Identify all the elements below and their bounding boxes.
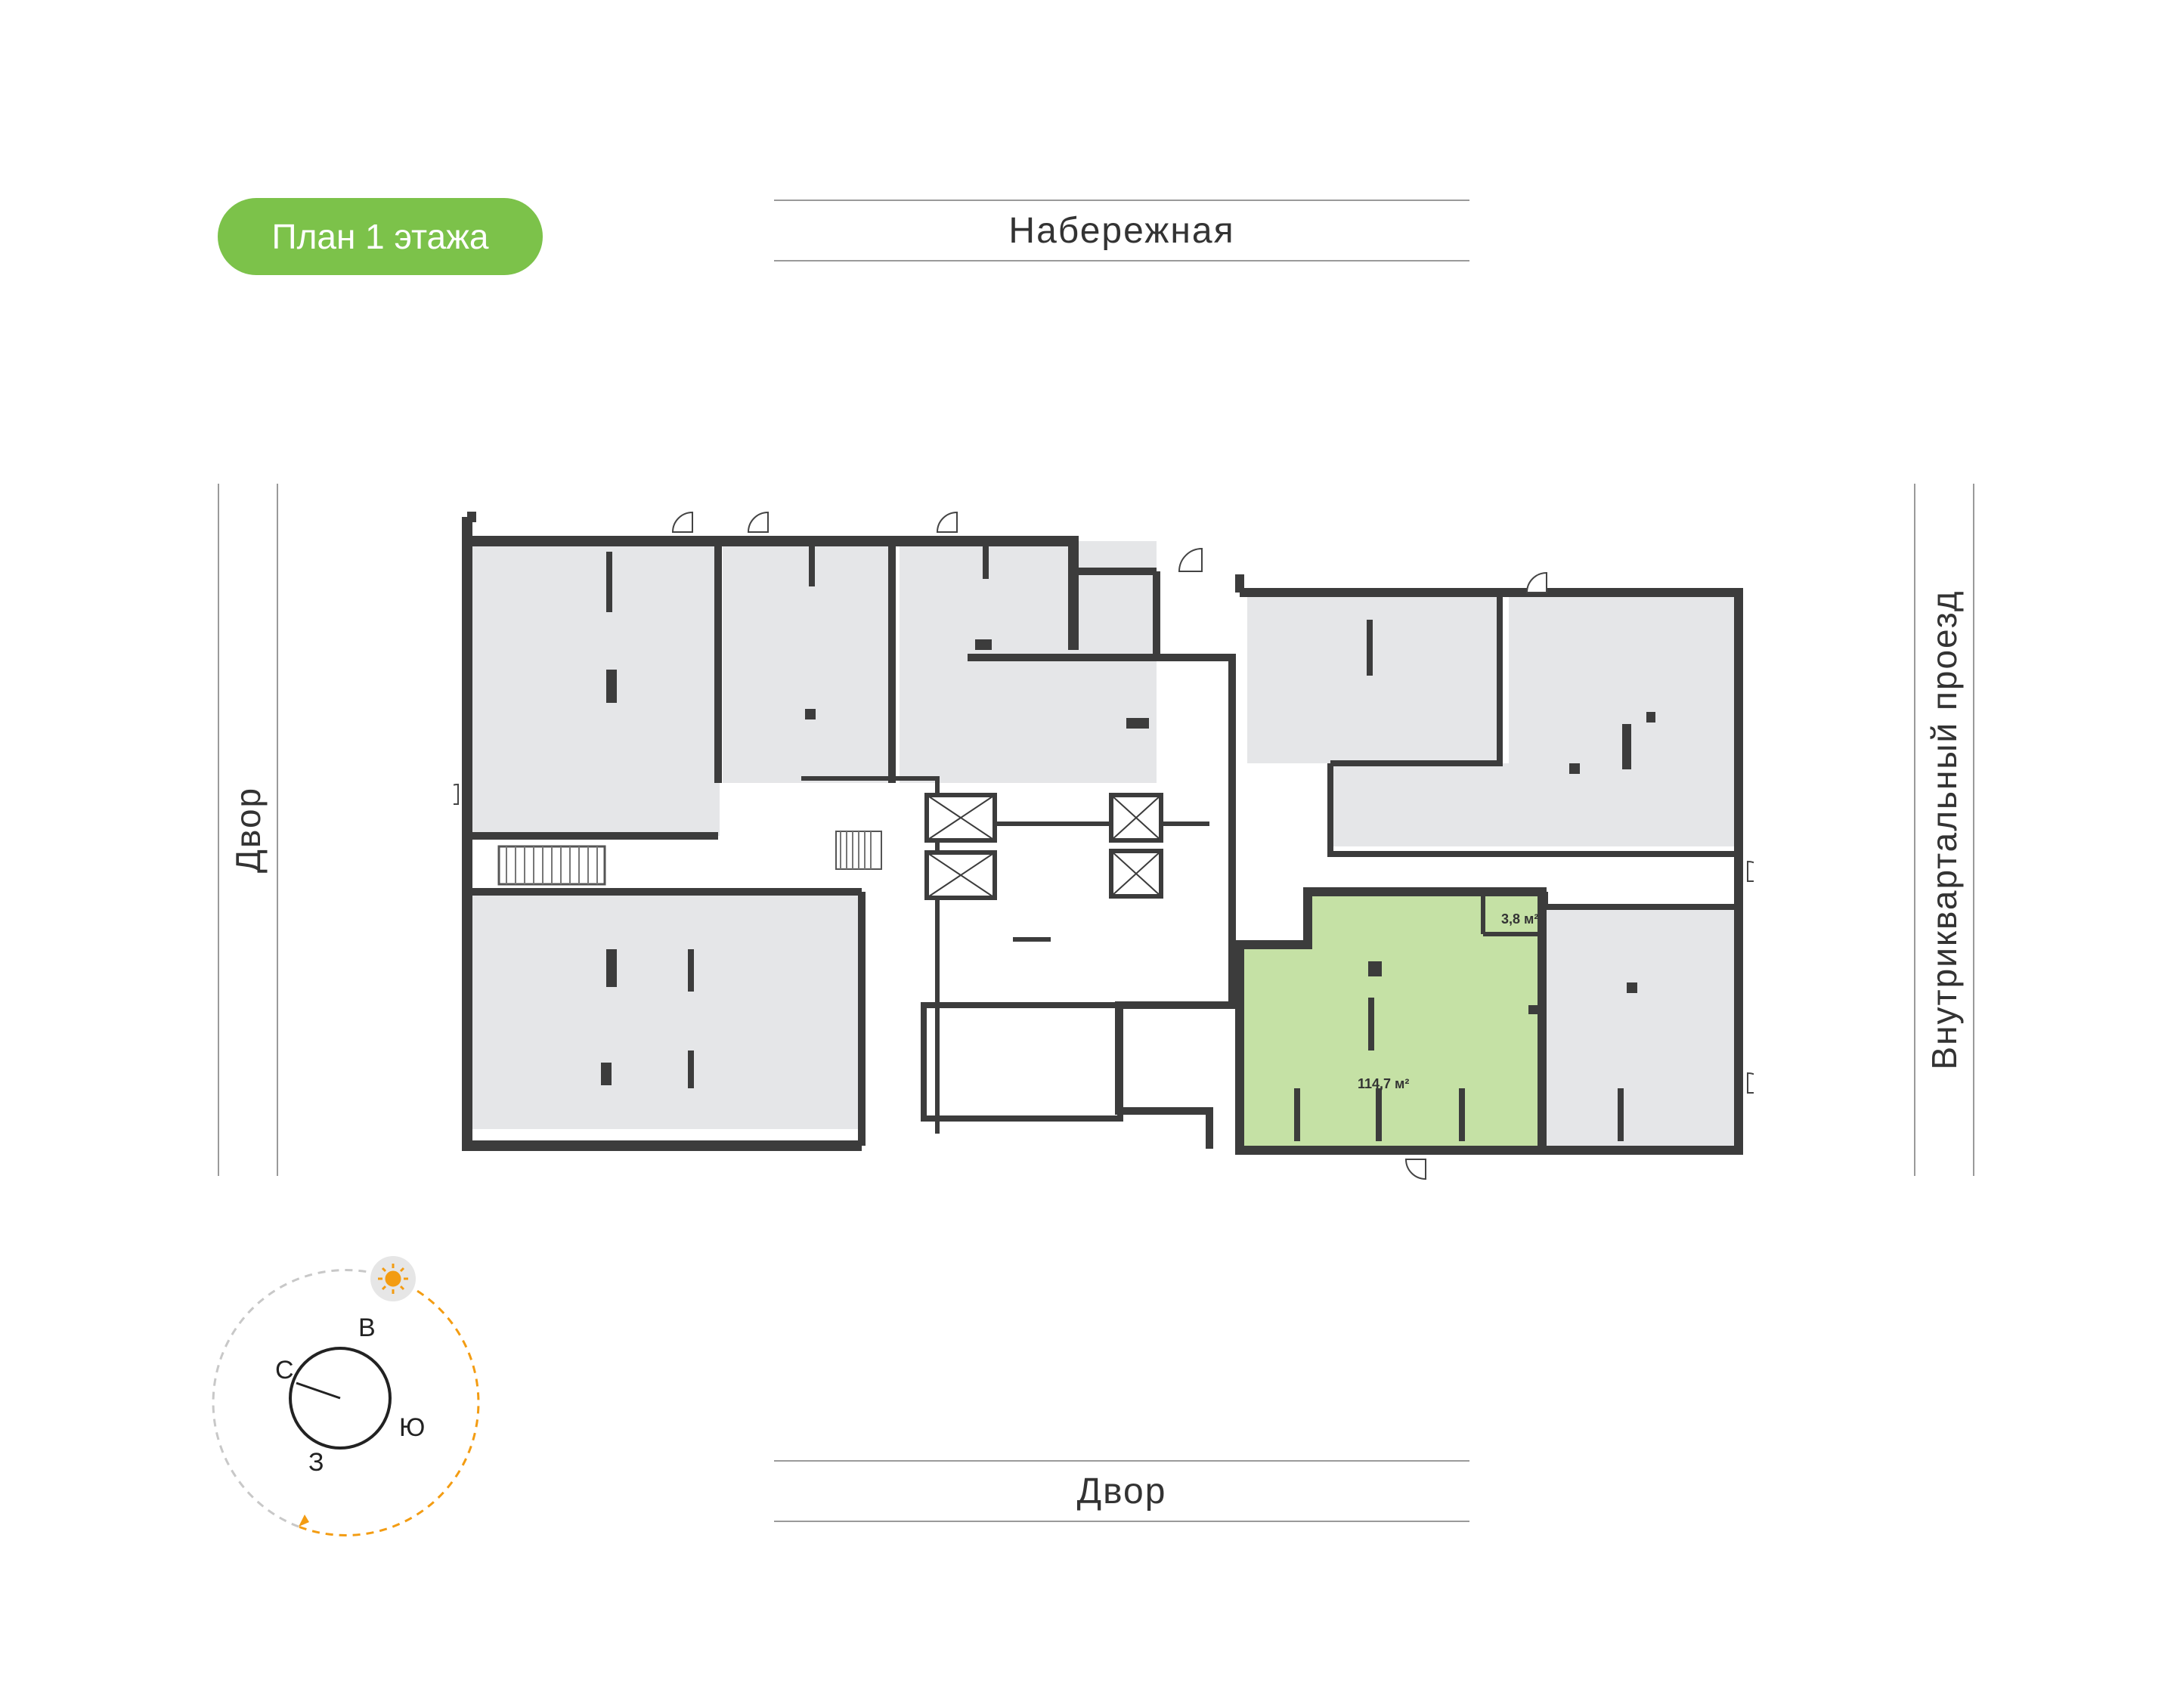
door — [671, 511, 693, 533]
column — [606, 949, 617, 987]
unit-right-upper-ext[interactable] — [1330, 763, 1509, 846]
left-block — [462, 512, 1160, 1151]
door — [1747, 860, 1754, 882]
street-bottom: Двор — [774, 1460, 1469, 1522]
column — [688, 949, 694, 992]
floor-plan-title-badge: План 1 этажа — [218, 198, 543, 275]
elevator-2-cross — [926, 852, 996, 899]
column — [809, 541, 815, 586]
unit-highlighted-small[interactable] — [1483, 892, 1542, 934]
compass-arc-sun — [298, 1277, 480, 1536]
right-block-wc-wall — [1481, 892, 1542, 936]
unit-right-lower[interactable] — [1545, 907, 1734, 1149]
doors — [454, 511, 1754, 1180]
compass-south: Ю — [399, 1413, 425, 1442]
column — [1368, 998, 1374, 1050]
floor-plan — [454, 511, 1754, 1180]
area-small-label: 3,8 м² — [1501, 911, 1539, 927]
floor-plan-title: План 1 этажа — [271, 217, 489, 256]
column — [1627, 982, 1637, 993]
compass: С В Ю З — [212, 1256, 480, 1536]
door — [747, 511, 769, 533]
column — [975, 639, 992, 650]
column — [1646, 712, 1655, 722]
unit-highlighted[interactable] — [1240, 892, 1542, 1149]
unit-left-top[interactable] — [469, 541, 720, 836]
core-lower-room — [921, 1002, 1123, 1122]
column — [1294, 1088, 1300, 1141]
column — [983, 541, 989, 579]
unit-right-top[interactable] — [900, 541, 1157, 783]
street-left-label: Двор — [228, 786, 268, 874]
street-top: Набережная — [774, 200, 1469, 261]
elevator-4-cross — [1110, 850, 1162, 897]
column — [1569, 763, 1580, 774]
left-block-lower-wall — [467, 832, 866, 1146]
stairs-left-steps — [506, 846, 598, 884]
column — [606, 552, 612, 612]
door — [1525, 571, 1547, 593]
street-bottom-label: Двор — [1076, 1471, 1167, 1512]
door — [454, 783, 459, 805]
column — [1622, 724, 1631, 769]
column — [606, 670, 617, 703]
unit-left-bottom[interactable] — [469, 892, 862, 1129]
compass-west: З — [308, 1448, 324, 1477]
door — [1747, 1072, 1754, 1094]
door — [1178, 547, 1203, 572]
stairs-center-steps — [840, 831, 872, 869]
column — [1618, 1088, 1624, 1141]
compass-north: С — [275, 1356, 294, 1385]
left-block-inner-wall — [714, 541, 1160, 783]
door — [1404, 1159, 1426, 1180]
street-right-label: Внутриквартальный проезд — [1925, 589, 1964, 1070]
right-block — [1235, 574, 1743, 1155]
unit-right-upper-right[interactable] — [1509, 589, 1736, 846]
core-partition — [1013, 937, 1051, 942]
compass-needle — [296, 1382, 341, 1400]
central-core — [801, 654, 1236, 1149]
left-block-outer-wall — [462, 512, 1079, 1151]
unit-mid-top[interactable] — [723, 541, 889, 783]
column — [1376, 1088, 1382, 1141]
compass-arrow — [299, 1515, 309, 1527]
area-main-label: 114,7 м² — [1358, 1076, 1410, 1091]
right-block-outer-wall — [1235, 574, 1743, 1155]
unit-right-upper-left[interactable] — [1247, 589, 1500, 763]
sun-icon — [378, 1264, 408, 1294]
column — [601, 1063, 612, 1085]
street-right: Внутриквартальный проезд — [1914, 484, 1974, 1176]
elevator-1-cross — [926, 794, 996, 841]
column — [1459, 1088, 1465, 1141]
street-left: Двор — [218, 484, 278, 1176]
core-column — [1126, 718, 1149, 729]
elevator-3-cross — [1110, 794, 1162, 841]
compass-east: В — [358, 1313, 376, 1342]
compass-arc-grey — [212, 1269, 394, 1528]
column — [1528, 1005, 1544, 1014]
column — [1367, 620, 1373, 676]
column — [688, 1050, 694, 1088]
right-block-inner-wall — [1327, 593, 1739, 910]
column — [805, 709, 816, 719]
door — [936, 511, 958, 533]
street-top-label: Набережная — [1008, 210, 1235, 251]
column — [1368, 961, 1382, 976]
